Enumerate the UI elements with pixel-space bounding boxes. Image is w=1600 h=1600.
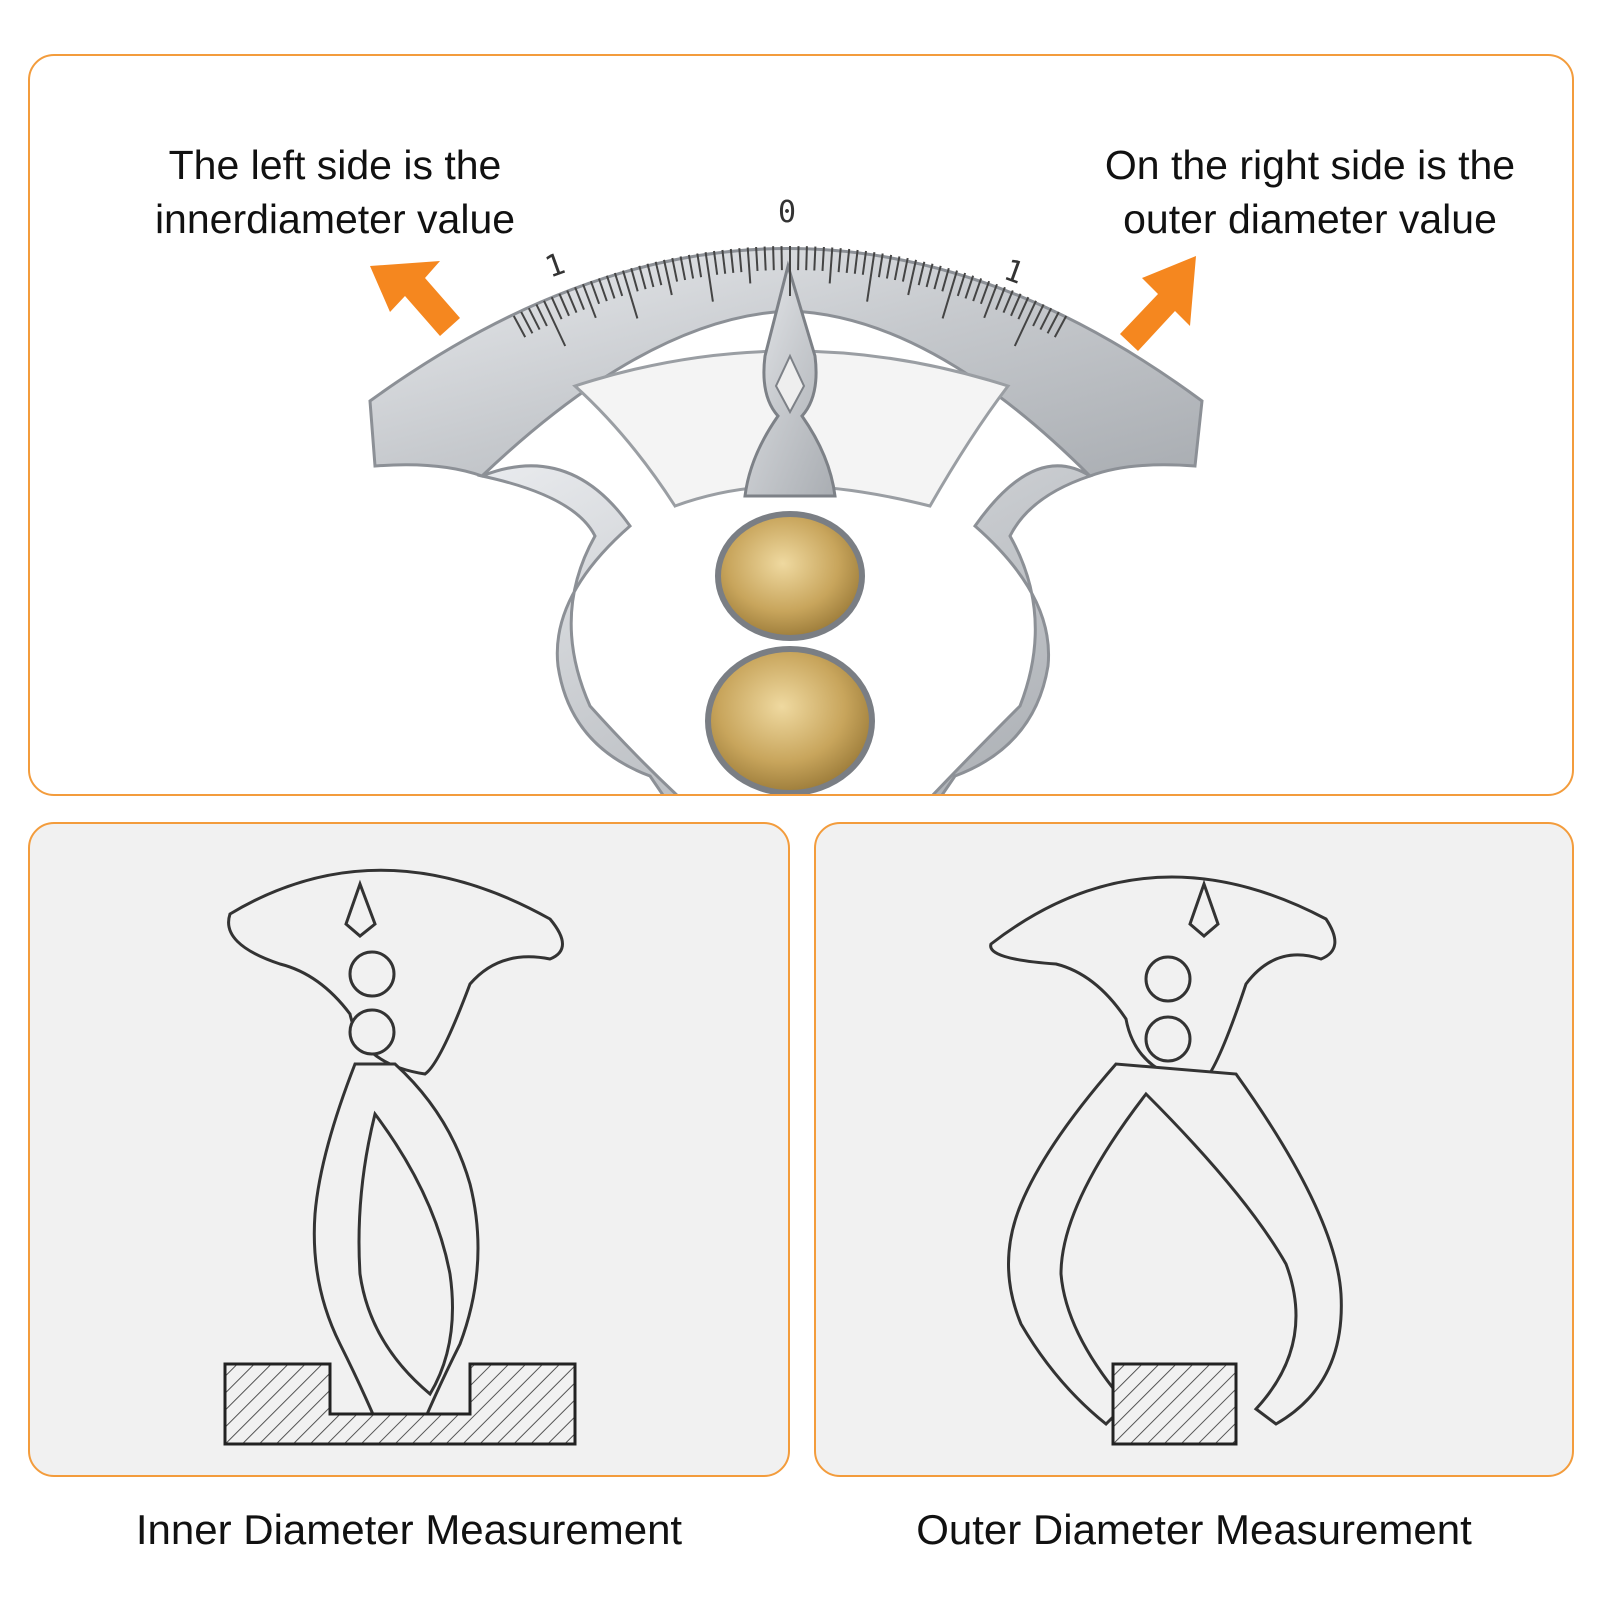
scale-tick (550, 296, 563, 320)
scale-tick (646, 263, 655, 288)
brass-rivet-bottom (705, 646, 875, 794)
caliper-body (476, 464, 1094, 794)
caliper-outline-outer (989, 875, 1343, 1427)
scale-tick (861, 250, 867, 275)
scale-label-left: 1 (541, 246, 570, 285)
scale-tick (1013, 300, 1037, 347)
arrow-up-right-icon (1120, 256, 1196, 351)
scale-tick (589, 280, 601, 305)
scale-tick (543, 300, 567, 347)
scale-tick (663, 259, 673, 296)
scale-tick (933, 265, 942, 290)
scale-tick (558, 293, 570, 317)
scale-tick (1010, 293, 1022, 317)
arrow-up-left-icon (370, 261, 460, 336)
caliper-photo: 0 1 1 (368, 195, 1204, 794)
scale-tick (1017, 296, 1030, 320)
callout-left-line2: innerdiameter value (154, 196, 516, 242)
scale-arc (368, 247, 1204, 478)
scale-tick (901, 257, 909, 282)
scale-tick (679, 256, 687, 281)
scale-tick (763, 246, 767, 271)
workpiece-inner-slot (223, 1362, 577, 1446)
workpiece-outer-block (1111, 1362, 1238, 1446)
inner-diameter-diagram-panel (28, 822, 790, 1477)
scale-tick (837, 248, 842, 273)
scale-tick (574, 286, 585, 310)
scale-tick (995, 286, 1006, 310)
scale-tick (845, 248, 851, 274)
scale-tick (654, 261, 663, 286)
scale-tick (713, 250, 719, 275)
scale-tick (622, 270, 639, 319)
callout-right-line2: outer diameter value (1123, 196, 1497, 242)
scale-tick (630, 267, 639, 292)
scale-tick (885, 254, 893, 279)
scale-tick (1046, 311, 1060, 334)
scale-tick (893, 256, 901, 281)
scale-tick (613, 272, 624, 297)
scale-tick (821, 246, 825, 271)
scale-tick (956, 272, 967, 297)
inner-diameter-diagram (223, 868, 577, 1446)
scale-tick (696, 253, 703, 278)
scale-tick (772, 246, 775, 271)
scale-tick (805, 246, 808, 271)
scale-tick (738, 248, 743, 273)
scale-tick (941, 270, 958, 319)
scale-label-right: 1 (999, 253, 1028, 292)
scale-tick (964, 275, 975, 299)
scale-tick (1053, 315, 1068, 338)
scale-tick (866, 252, 876, 302)
scale-tick (729, 248, 735, 274)
scale-tick (907, 259, 917, 296)
scale-tick (721, 249, 727, 274)
outer-diameter-diagram (989, 875, 1343, 1446)
scale-tick (972, 278, 983, 302)
scale-tick (638, 265, 647, 290)
scale-tick (979, 280, 991, 305)
scale-tick (582, 283, 597, 319)
callout-outer-diameter: On the right side is the outer diameter … (1070, 138, 1550, 246)
scale-tick (566, 290, 578, 313)
caption-inner-diameter: Inner Diameter Measurement (135, 1506, 683, 1553)
callout-right-line1: On the right side is the (1104, 142, 1516, 188)
scale-label-zero: 0 (778, 195, 796, 230)
scale-tick (925, 263, 934, 288)
scale-tick (1032, 303, 1045, 327)
scale-tick (535, 303, 548, 327)
scale-tick (704, 252, 714, 302)
scale-tick (671, 257, 679, 282)
scale-tick (520, 311, 534, 334)
scale-tick (877, 253, 884, 278)
callout-inner-diameter: The left side is the innerdiameter value (120, 138, 550, 246)
scale-tick (813, 246, 817, 271)
scale-tick (687, 254, 695, 279)
scale-tick (746, 247, 752, 284)
top-photo-panel: 0 1 1 (28, 54, 1574, 796)
scale-tick (755, 246, 759, 271)
callout-left-line1: The left side is the (168, 142, 502, 188)
caliper-outline-inner (227, 868, 564, 1421)
scale-tick (853, 249, 859, 274)
caption-outer-diameter: Outer Diameter Measurement (916, 1506, 1472, 1553)
scale-tick (605, 275, 616, 299)
scale-tick (527, 307, 541, 331)
scale-ticks (512, 246, 1068, 347)
scale-tick (828, 247, 834, 284)
scale-tick (512, 315, 527, 338)
brass-rivet-top (715, 511, 865, 641)
scale-tick (917, 261, 926, 286)
scale-tick (941, 267, 950, 292)
scale-tick (597, 278, 608, 302)
scale-tick (1039, 307, 1053, 331)
scale-tick (1002, 290, 1014, 313)
scale-tick (983, 283, 998, 319)
outer-diameter-diagram-panel (814, 822, 1574, 1477)
